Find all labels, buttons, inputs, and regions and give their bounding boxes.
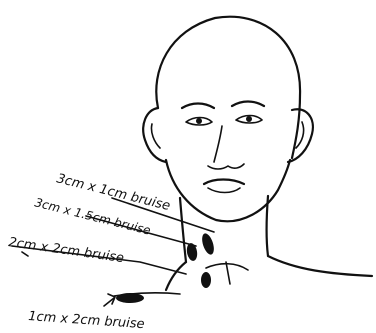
bruise-mark-4 [116, 293, 144, 303]
head-outline [143, 17, 313, 222]
annotation-labels: 3cm x 1cm bruise 3cm x 1.5cm bruise 2cm … [7, 171, 171, 332]
bruise-mark-1 [200, 232, 216, 256]
label-bruise-3: 2cm x 2cm bruise [7, 235, 124, 266]
face-features [182, 102, 264, 193]
bruise-mark-3 [201, 272, 211, 288]
label-bruise-4: 1cm x 2cm bruise [28, 309, 145, 332]
